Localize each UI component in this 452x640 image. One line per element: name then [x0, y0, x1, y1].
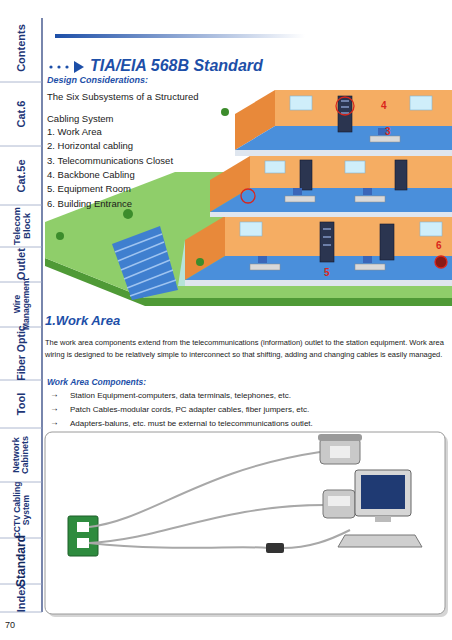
section-heading: 1.Work Area: [45, 314, 120, 329]
callout-number: 3: [385, 126, 391, 138]
tab-label: Cat.5e: [16, 159, 27, 192]
computer: [338, 470, 422, 547]
list-item: 1. Work Area: [47, 127, 102, 138]
tab-label: Contents: [16, 24, 27, 72]
telephone: [318, 434, 362, 464]
tab-label: Tool: [16, 393, 27, 415]
bullet-text: Patch Cables-modular cords, PC adapter c…: [70, 405, 309, 414]
tab-label: Telecom Block: [12, 203, 31, 249]
bullet-arrow: →: [50, 390, 59, 400]
subheading: Design Considerations:: [47, 75, 148, 85]
top-bar: [55, 34, 305, 38]
title-marker: [49, 61, 84, 73]
tab-label: Fiber Optic: [16, 325, 27, 380]
paragraph: The work area components extend from the…: [45, 337, 447, 360]
callout-number: 5: [324, 267, 330, 279]
list-item: 5. Equipment Room: [47, 184, 131, 195]
bullet-text: Station Equipment-computers, data termin…: [70, 391, 291, 400]
list-item: 6. Building Entrance: [47, 199, 132, 210]
callout-number: 4: [381, 100, 387, 112]
tab-label: Index: [16, 584, 27, 613]
list-item: 2. Horizontal cabling: [47, 141, 133, 152]
tab-label: Outlet: [16, 248, 27, 280]
tab-label: Cat.6: [16, 101, 27, 128]
list-item: 4. Backbone Cabling: [47, 170, 135, 181]
sidebar: [0, 18, 42, 612]
tab-label: Network Cabinets: [12, 431, 30, 479]
list-item: 3. Telecommunications Closet: [47, 156, 173, 167]
bullet-arrow: →: [50, 404, 59, 414]
bullet-arrow: →: [50, 418, 59, 428]
intro-text: The Six Subsystems of a Structured Cabli…: [47, 86, 207, 130]
tab-label: Wire Management: [13, 275, 30, 333]
work-area-illustration: [45, 432, 448, 617]
bullet-text: Adapters-baluns, etc. must be external t…: [70, 419, 313, 428]
callout-number: 6: [436, 240, 442, 252]
page-number: 70: [5, 620, 15, 630]
subheading: Work Area Components:: [47, 378, 146, 388]
page-title: TIA/EIA 568B Standard: [90, 57, 263, 75]
tab-label: CCTV Cabling System: [13, 479, 30, 541]
tab-label: Standard: [15, 535, 27, 587]
telephone: [323, 490, 355, 518]
